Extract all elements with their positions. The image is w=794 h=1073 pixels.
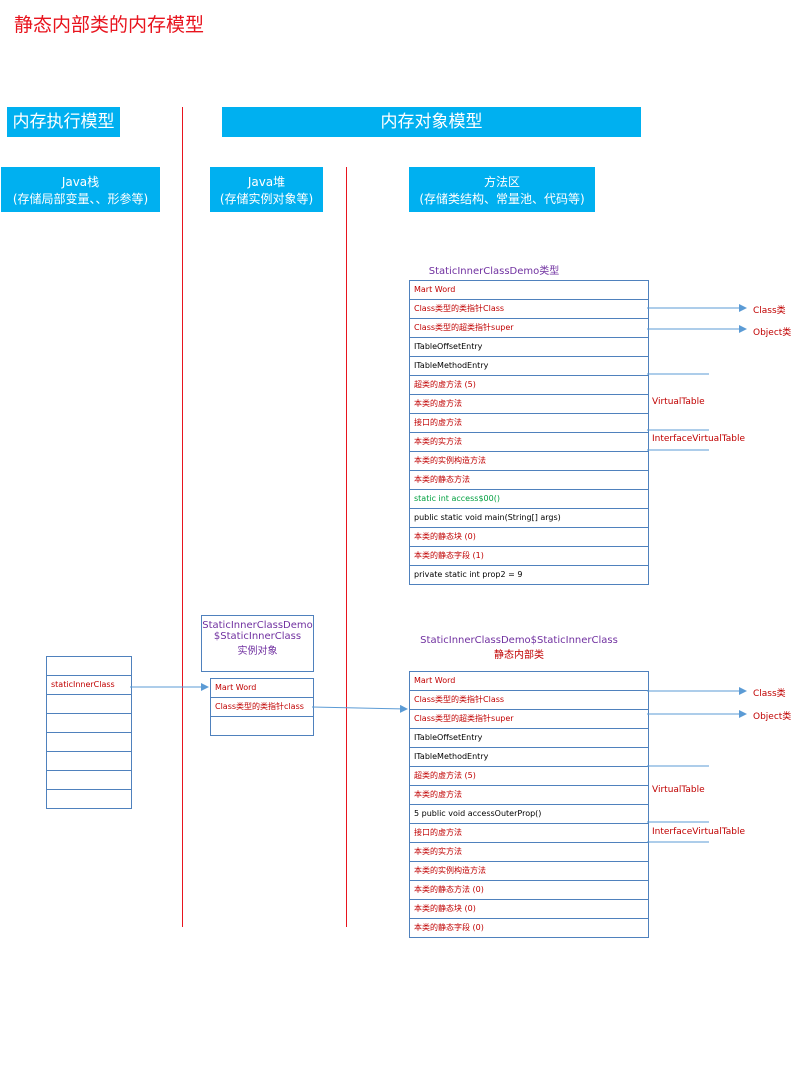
inner-class-row: 本类的实例构造方法	[410, 862, 648, 881]
java-heap-header: Java堆 (存储实例对象等)	[210, 167, 323, 212]
inner-class-row: Class类型的超类指针super	[410, 710, 648, 729]
heap-object-row: Class类型的类指针class	[211, 698, 313, 717]
outer-class-row: static int access$00()	[410, 490, 648, 509]
outer-class-row: 本类的静态块 (0)	[410, 528, 648, 547]
inner-class-row: 本类的实方法	[410, 843, 648, 862]
outer-class-row: Mart Word	[410, 281, 648, 300]
inner-virtual-table-label: VirtualTable	[652, 785, 705, 795]
outer-class-row: public static void main(String[] args)	[410, 509, 648, 528]
java-heap-title: Java堆	[247, 174, 286, 189]
stack-frame-row	[47, 752, 131, 771]
stack-frame-row	[47, 733, 131, 752]
outer-class-caption: StaticInnerClassDemo类型	[428, 266, 560, 277]
outer-class-row: 本类的实例构造方法	[410, 452, 648, 471]
inner-class-row: 本类的静态块 (0)	[410, 900, 648, 919]
heap-object-caption-box: StaticInnerClassDemo $StaticInnerClass 实…	[201, 615, 314, 672]
outer-class-row: private static int prop2 = 9	[410, 566, 648, 585]
divider-exec-object	[182, 107, 183, 927]
inner-class-row: Class类型的类指针Class	[410, 691, 648, 710]
divider-heap-method	[346, 167, 347, 927]
java-stack-header: Java栈 (存储局部变量、、形参等)	[1, 167, 160, 212]
inner-class-caption-line1: StaticInnerClassDemo$StaticInnerClass	[420, 635, 618, 646]
exec-model-banner: 内存执行模型	[7, 107, 120, 137]
inner-class-row: 5 public void accessOuterProp()	[410, 805, 648, 824]
inner-class-ref-label: Class类	[753, 689, 786, 699]
heap-object-row	[211, 717, 313, 736]
inner-class-row: Mart Word	[410, 672, 648, 691]
outer-virtual-table-label: VirtualTable	[652, 397, 705, 407]
method-area-title: 方法区	[483, 174, 520, 189]
inner-class-row: 本类的虚方法	[410, 786, 648, 805]
outer-class-row: 本类的实方法	[410, 433, 648, 452]
heap-object-caption-line2: $StaticInnerClass	[213, 631, 302, 642]
outer-class-row: 超类的虚方法 (5)	[410, 376, 648, 395]
object-model-banner: 内存对象模型	[222, 107, 641, 137]
outer-class-row: 接口的虚方法	[410, 414, 648, 433]
inner-class-row: 本类的静态方法 (0)	[410, 881, 648, 900]
stack-frame-table: staticInnerClass	[46, 656, 132, 809]
stack-frame-row	[47, 790, 131, 809]
method-area-subtitle: (存储类结构、常量池、代码等)	[419, 191, 585, 206]
page-title: 静态内部类的内存模型	[14, 14, 205, 36]
outer-class-row: ITableMethodEntry	[410, 357, 648, 376]
outer-class-row: Class类型的类指针Class	[410, 300, 648, 319]
java-heap-subtitle: (存储实例对象等)	[219, 191, 314, 206]
stack-frame-row: staticInnerClass	[47, 676, 131, 695]
inner-class-caption: StaticInnerClassDemo$StaticInnerClass 静态…	[409, 635, 629, 661]
method-area-header: 方法区 (存储类结构、常量池、代码等)	[409, 167, 595, 212]
inner-interface-virtual-table-label: InterfaceVirtualTable	[652, 827, 745, 837]
java-stack-subtitle: (存储局部变量、、形参等)	[12, 191, 149, 206]
outer-class-row: ITableOffsetEntry	[410, 338, 648, 357]
java-stack-title: Java栈	[61, 174, 100, 189]
inner-class-row: 超类的虚方法 (5)	[410, 767, 648, 786]
stack-frame-row	[47, 714, 131, 733]
outer-class-row: Class类型的超类指针super	[410, 319, 648, 338]
inner-class-row: 接口的虚方法	[410, 824, 648, 843]
stack-frame-row	[47, 771, 131, 790]
heap-to-inner-class-arrow	[311, 704, 408, 713]
heap-object-caption-line3: 实例对象	[237, 646, 278, 657]
outer-class-row: 本类的静态字段 (1)	[410, 547, 648, 566]
heap-object-caption-line1: StaticInnerClassDemo	[202, 620, 313, 631]
inner-class-row: 本类的静态字段 (0)	[410, 919, 648, 938]
heap-object-row: Mart Word	[211, 679, 313, 698]
outer-interface-virtual-table-label: InterfaceVirtualTable	[652, 434, 745, 444]
stack-frame-row	[47, 695, 131, 714]
outer-class-row: 本类的静态方法	[410, 471, 648, 490]
stack-frame-row	[47, 657, 131, 676]
inner-object-ref-label: Object类	[753, 712, 792, 722]
inner-class-caption-line2: 静态内部类	[494, 650, 544, 661]
outer-object-ref-label: Object类	[753, 328, 792, 338]
outer-class-ref-label: Class类	[753, 306, 786, 316]
outer-class-row: 本类的虚方法	[410, 395, 648, 414]
inner-class-row: ITableMethodEntry	[410, 748, 648, 767]
inner-class-row: ITableOffsetEntry	[410, 729, 648, 748]
